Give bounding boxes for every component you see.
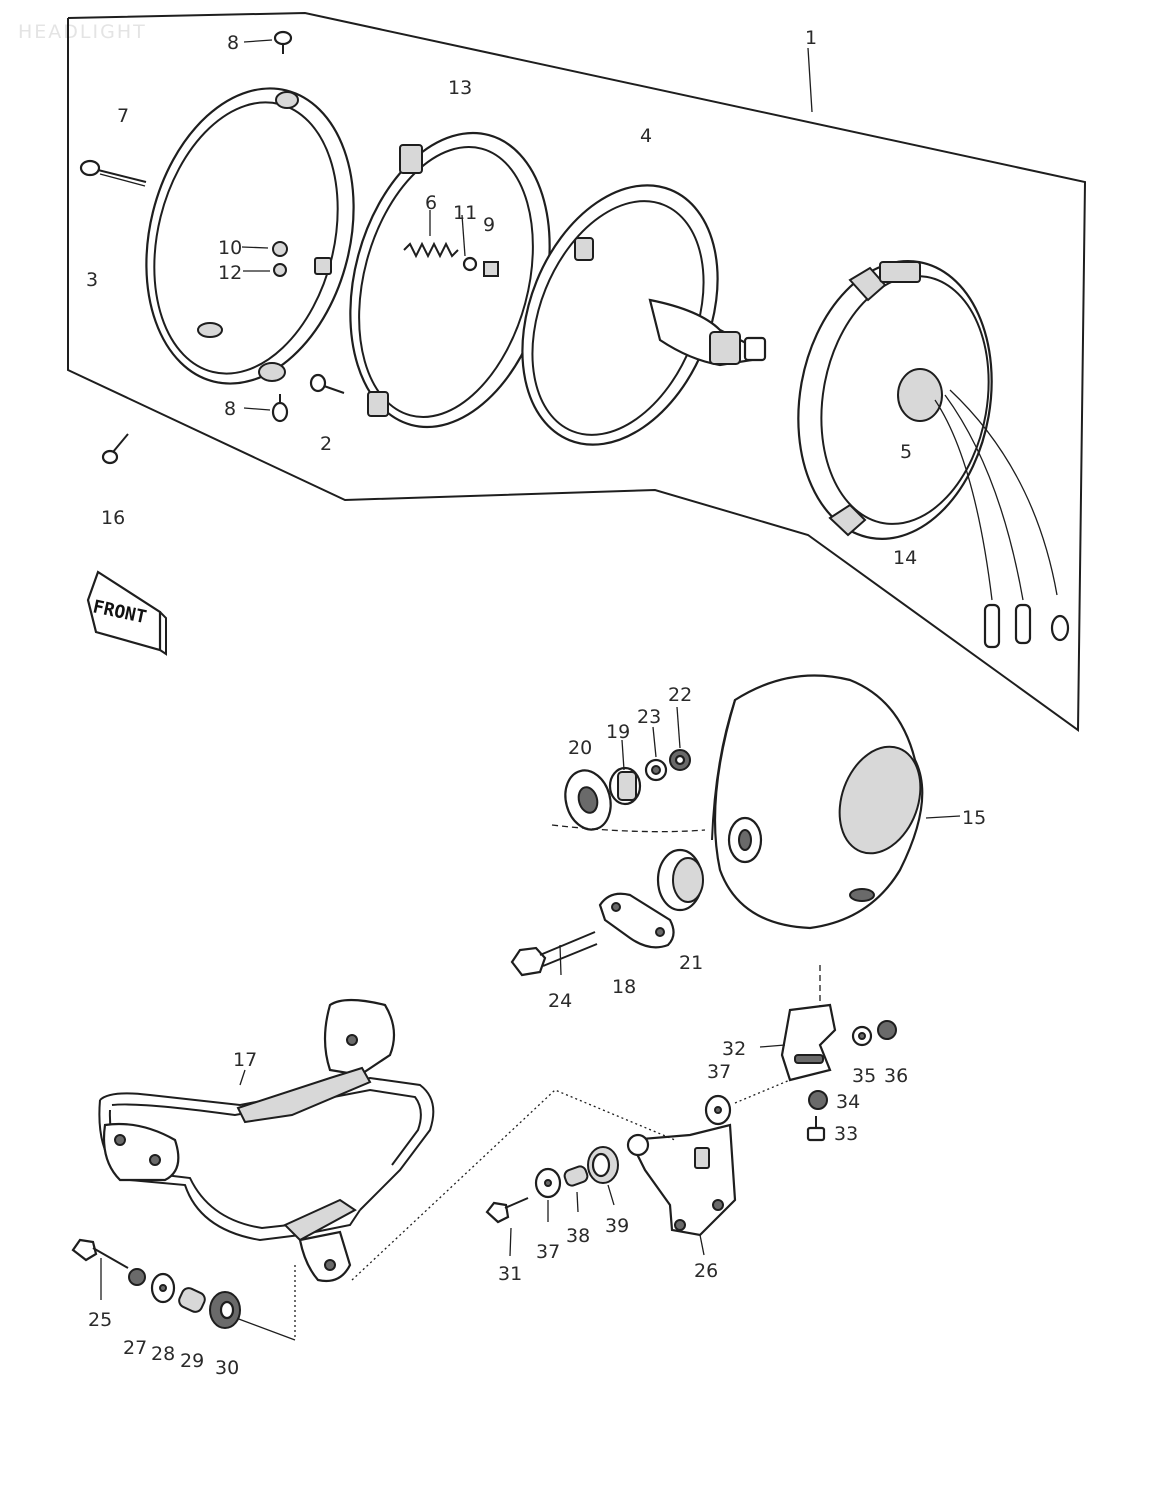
bolt-16 [101,433,129,465]
screw-top [273,30,293,54]
headlight-stay [98,998,435,1283]
callout-7: 7 [117,105,129,127]
callout-22: 22 [668,684,692,706]
leader-lines [100,39,961,1300]
collar-19 [608,766,642,806]
callout-34: 34 [836,1091,860,1113]
callout-6: 6 [425,192,437,214]
callout-37-top: 37 [707,1061,731,1083]
callout-29: 29 [180,1350,204,1372]
callout-1: 1 [805,27,817,49]
bracket-32 [780,1003,837,1082]
grommet-21 [656,848,704,912]
washer-37-top [704,1094,732,1126]
nut-10 [272,241,288,257]
callout-28: 28 [151,1343,175,1365]
callout-38: 38 [566,1225,590,1247]
callout-19: 19 [606,721,630,743]
callout-32: 32 [722,1038,746,1060]
washer-37 [534,1167,562,1199]
bracket-26 [626,1123,737,1237]
callout-37: 37 [536,1241,560,1263]
callout-26: 26 [694,1260,718,1282]
callout-12: 12 [218,262,242,284]
washer-34 [808,1090,828,1110]
callout-31: 31 [498,1263,522,1285]
callout-11: 11 [453,202,477,224]
callouts: 1 2 3 4 5 6 7 8 8 9 11 10 12 13 14 15 16… [86,27,986,1379]
wiring-harness [934,389,1070,649]
callout-4: 4 [640,125,652,147]
nut-9 [483,261,499,277]
headlight-body [797,260,993,540]
callout-20: 20 [568,737,592,759]
callout-24: 24 [548,990,572,1012]
callout-27: 27 [123,1337,147,1359]
bolt-24 [510,931,598,977]
assembly-panel-outline [67,11,1087,732]
headlight-housing [711,674,924,930]
assembly-line-20 [551,824,706,833]
callout-35: 35 [852,1065,876,1087]
bolt-33 [806,1116,826,1142]
callout-30: 30 [215,1357,239,1379]
nut-12 [273,263,287,277]
callout-23: 23 [637,706,661,728]
callout-25: 25 [88,1309,112,1331]
headlight-rim [145,87,355,385]
callout-36: 36 [884,1065,908,1087]
washer-23 [644,758,668,782]
spring [403,241,459,259]
callout-8-bottom: 8 [224,398,236,420]
nut-36 [877,1020,897,1040]
callout-33: 33 [834,1123,858,1145]
callout-3: 3 [86,269,98,291]
callout-18: 18 [612,976,636,998]
callout-17: 17 [233,1049,257,1071]
callout-13: 13 [448,77,472,99]
collar-29 [178,1287,206,1313]
assembly-line-30b [227,1314,296,1341]
nut-22 [669,749,691,771]
bolt-2 [309,373,345,394]
nut-27 [128,1268,146,1286]
washer-11 [462,256,478,272]
callout-10: 10 [218,237,242,259]
adjusting-screw [79,159,147,187]
assembly-line-stay [351,1089,676,1281]
callout-9: 9 [483,214,495,236]
callout-2: 2 [320,433,332,455]
callout-15: 15 [962,807,986,829]
washer-35 [851,1025,873,1047]
grommet-30 [209,1291,241,1329]
collar-38 [563,1165,589,1187]
grommet-20 [564,769,612,831]
callout-16: 16 [101,507,125,529]
front-direction-badge: FRONT [86,570,167,656]
page-header: HEADLIGHT [18,21,147,43]
callout-8-top: 8 [227,32,239,54]
assembly-line-26 [734,1079,791,1104]
screw-bottom [271,394,289,423]
callout-14: 14 [893,547,917,569]
callout-21: 21 [679,952,703,974]
plate-18 [598,892,675,949]
bolt-31 [485,1197,529,1224]
washer-28 [150,1272,176,1304]
headlight-lens-unit [521,184,767,446]
grommet-39 [587,1146,619,1184]
bolt-25 [71,1238,129,1269]
callout-5: 5 [900,441,912,463]
callout-39: 39 [605,1215,629,1237]
